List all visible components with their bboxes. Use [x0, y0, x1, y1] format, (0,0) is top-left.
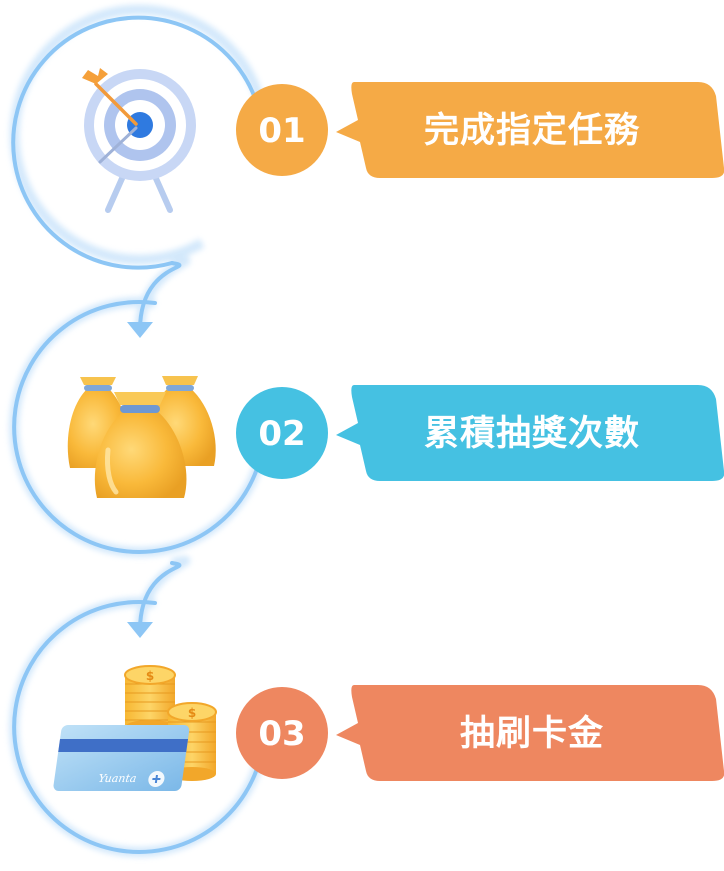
step-number: 02 [258, 414, 305, 454]
step-number-badge [236, 687, 328, 779]
step-number-badge [236, 84, 328, 176]
ring-step-3 [12, 600, 264, 854]
ring-step-2 [12, 300, 264, 554]
target-icon [82, 68, 196, 213]
coin-stack-back: $ [124, 665, 176, 734]
step-label: 完成指定任務 [424, 110, 640, 151]
step-number: 01 [258, 111, 305, 151]
step-rows: 01 完成指定任務 02 累積抽獎次數 03 抽刷卡金 [236, 82, 724, 781]
step-number-badge [236, 387, 328, 479]
connector-1-2 [138, 261, 182, 332]
card-coins-icon: $ $ Yuanta [53, 665, 217, 791]
step-banner [336, 685, 724, 781]
step-banner [336, 82, 724, 178]
step-banner [336, 385, 724, 481]
connector-2-3 [138, 561, 182, 632]
step-2: 02 累積抽獎次數 [236, 385, 724, 481]
arrow-down-icon [127, 622, 153, 638]
ring-lines [11, 15, 266, 854]
ring-step-1 [11, 15, 266, 270]
arrow-down-icon [127, 322, 153, 338]
step-3: 03 抽刷卡金 [236, 685, 724, 781]
dollar-sign-icon: $ [146, 669, 154, 683]
money-bags-icon [67, 376, 216, 498]
flow-arrows [127, 322, 153, 638]
step-number: 03 [258, 714, 305, 754]
card-brand: Yuanta [98, 772, 138, 785]
step-label: 抽刷卡金 [460, 713, 604, 754]
step-label: 累積抽獎次數 [424, 414, 640, 454]
dollar-sign-icon: $ [188, 706, 196, 720]
credit-card: Yuanta [53, 725, 190, 791]
step-1: 01 完成指定任務 [236, 82, 724, 178]
